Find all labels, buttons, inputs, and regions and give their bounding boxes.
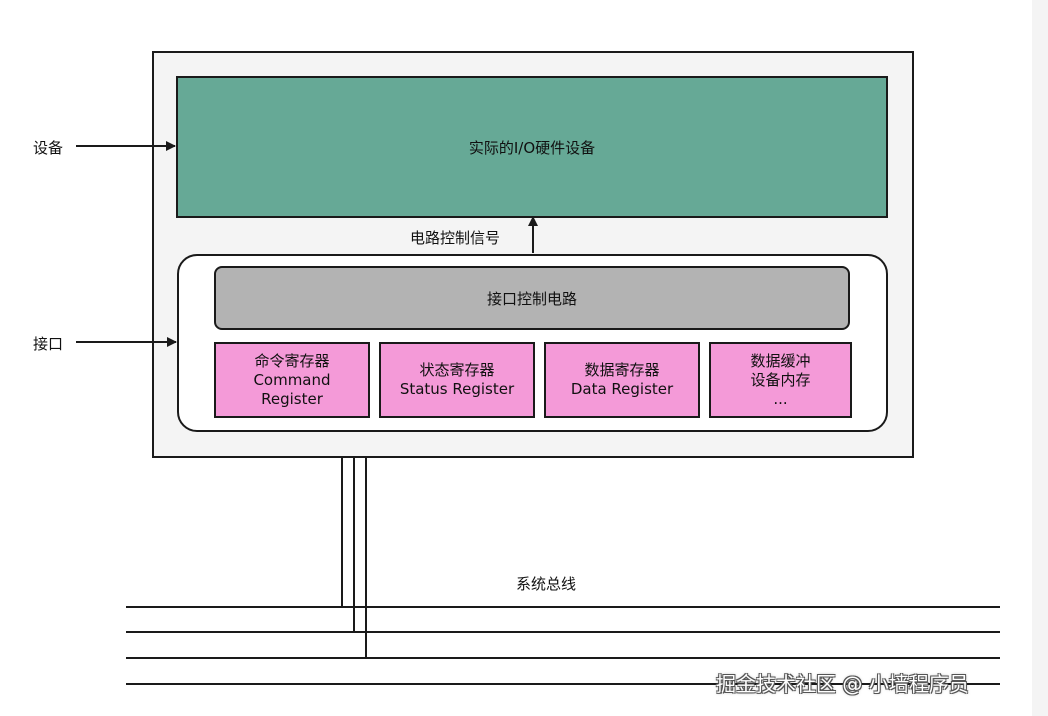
- command-register-box: 命令寄存器 Command Register: [214, 342, 370, 418]
- right-edge-strip: [1032, 0, 1048, 716]
- register-line-1: 数据寄存器: [584, 361, 660, 379]
- device-label: 设备: [33, 139, 64, 157]
- register-line-2: Data Register: [570, 380, 674, 398]
- control-circuit-text: 接口控制电路: [486, 289, 577, 308]
- data-buffer-box: 数据缓冲 设备内存 ...: [709, 342, 852, 418]
- register-line-3: Register: [261, 389, 323, 408]
- register-line-1: 命令寄存器: [254, 351, 330, 370]
- register-line-2: 设备内存: [750, 370, 811, 389]
- status-register-box: 状态寄存器 Status Register: [379, 342, 535, 418]
- data-register-box: 数据寄存器 Data Register: [544, 342, 700, 418]
- register-line-2: Status Register: [399, 380, 515, 398]
- register-line-3: ...: [773, 389, 788, 408]
- register-line-2: Command: [253, 370, 331, 389]
- system-bus-label: 系统总线: [516, 575, 577, 593]
- watermark: 掘金技术社区 @ 小墙程序员: [716, 672, 969, 696]
- hardware-device-text: 实际的I/O硬件设备: [468, 138, 596, 157]
- interface-label: 接口: [33, 335, 64, 353]
- signal-label: 电路控制信号: [410, 229, 501, 247]
- register-line-1: 状态寄存器: [419, 361, 495, 379]
- hardware-device-box: 实际的I/O硬件设备: [176, 76, 888, 218]
- interface-control-circuit-box: 接口控制电路: [214, 266, 850, 330]
- register-line-1: 数据缓冲: [750, 351, 811, 370]
